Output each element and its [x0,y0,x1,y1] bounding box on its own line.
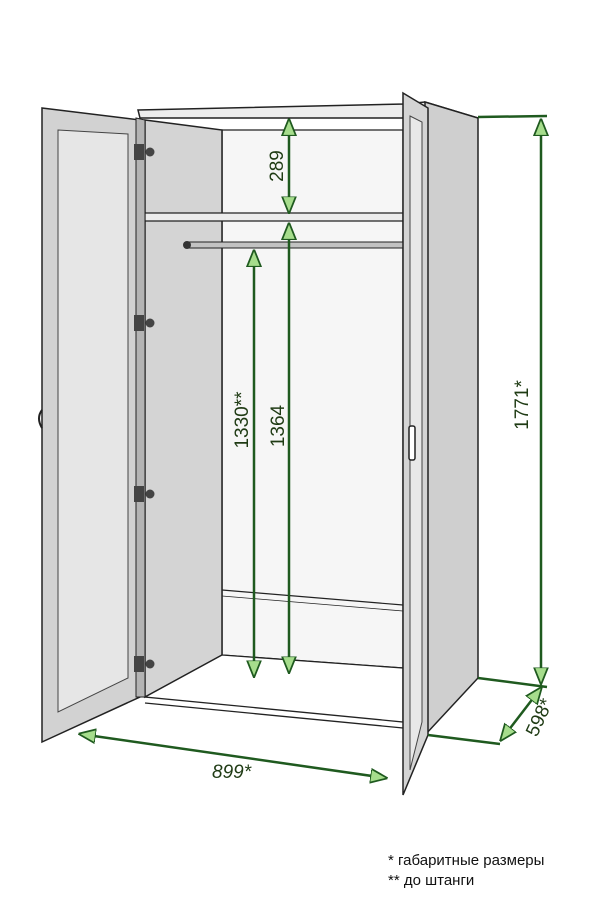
hinge-icon [134,656,155,672]
left-door-edge [135,117,146,698]
right-door-panel [409,115,423,771]
label-depth: 598* [522,695,558,740]
label-total-height: 1771* [512,380,533,430]
hinge-icon [134,144,155,160]
hinge-icon [134,486,155,502]
label-rod-height: 1330** [232,391,253,449]
dim-ext-depth [427,733,501,746]
shelf [144,212,404,222]
right-side-panel [424,100,479,737]
left-door-panel [57,129,129,713]
label-width: 899* [212,762,252,783]
hanging-rod [185,241,404,249]
legend-rod-note: ** до штанги [388,872,475,889]
label-shelf-height: 1364 [268,404,289,447]
door-handle [408,425,416,461]
rod-bracket [183,241,191,249]
hinge-icon [134,315,155,331]
dim-ext-bottom [477,676,548,689]
left-door-knob-icon [38,409,43,429]
bottom-plinth-line [144,702,404,729]
left-side-wall [144,119,223,699]
dim-line-width [80,734,386,778]
dim-line-depth [501,688,541,740]
label-shelf-gap: 289 [267,150,288,182]
dim-ext-top [477,114,548,119]
legend-overall-note: * габаритные размеры [388,852,545,869]
